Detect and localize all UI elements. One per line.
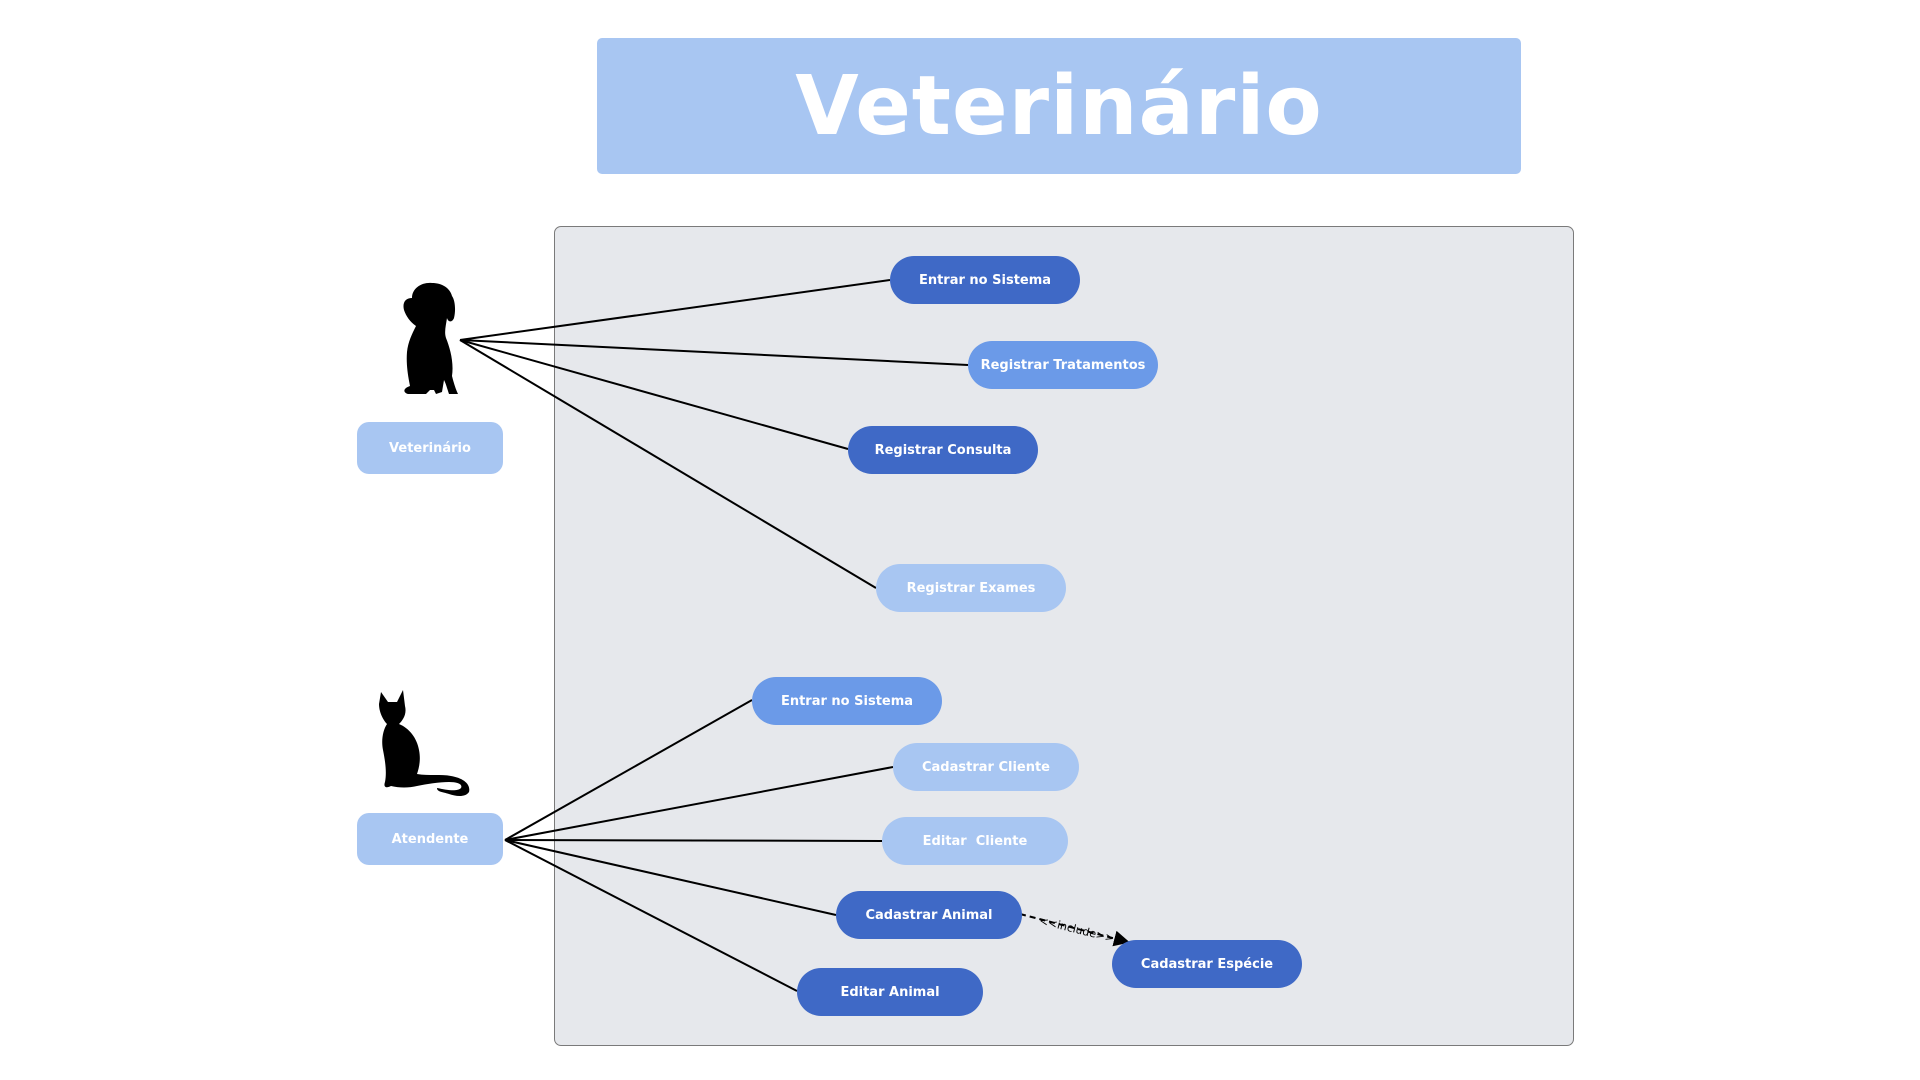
usecase-cadastrar-cliente: Cadastrar Cliente	[893, 743, 1079, 791]
usecase-editar-cliente: Editar Cliente	[882, 817, 1068, 865]
usecase-vet-entrar-no-sistema: Entrar no Sistema	[890, 256, 1080, 304]
actor-veterinario-label: Veterinário	[357, 422, 503, 474]
usecase-registrar-tratamentos: Registrar Tratamentos	[968, 341, 1158, 389]
usecase-registrar-exames: Registrar Exames	[876, 564, 1066, 612]
dog-silhouette-icon	[403, 282, 458, 394]
actor-atendente-label: Atendente	[357, 813, 503, 865]
usecase-registrar-consulta: Registrar Consulta	[848, 426, 1038, 474]
usecase-editar-animal: Editar Animal	[797, 968, 983, 1016]
usecase-cadastrar-especie: Cadastrar Espécie	[1112, 940, 1302, 988]
usecase-at-entrar-no-sistema: Entrar no Sistema	[752, 677, 942, 725]
cat-silhouette-icon	[379, 690, 470, 796]
usecase-cadastrar-animal: Cadastrar Animal	[836, 891, 1022, 939]
title-banner: Veterinário	[597, 38, 1521, 174]
diagram-title: Veterinário	[795, 58, 1323, 154]
